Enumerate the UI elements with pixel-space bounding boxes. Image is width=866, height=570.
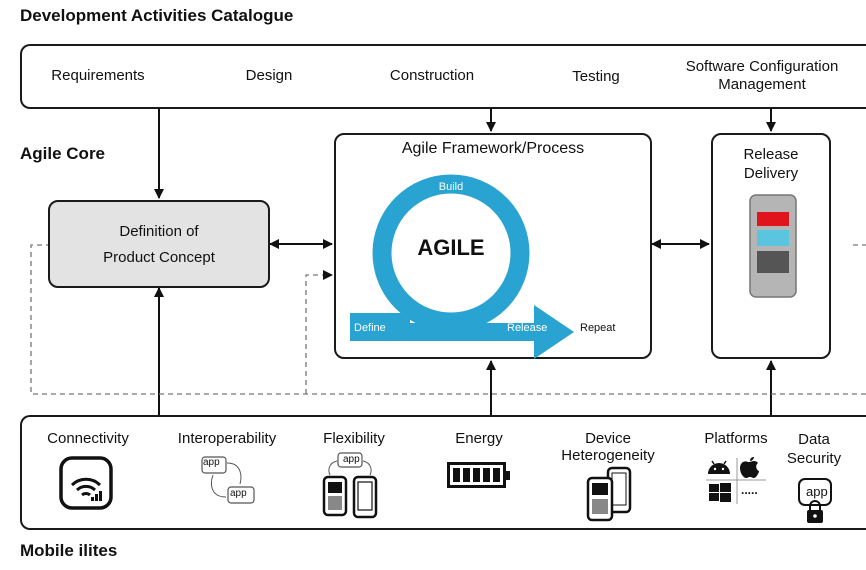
- ilite-security-label: Data Security: [787, 430, 841, 468]
- release-delivery-line2: Delivery: [743, 165, 799, 182]
- mobile-ilites-title: Mobile ilites: [20, 541, 118, 560]
- interop-app-top: app: [203, 457, 220, 468]
- windows-icon: [709, 483, 731, 502]
- flex-app: app: [343, 454, 360, 465]
- interop-app-bottom: app: [230, 488, 247, 499]
- product-concept-box: [48, 200, 270, 288]
- security-app: app: [806, 484, 828, 499]
- platforms-more: .....: [741, 483, 758, 497]
- dashed-loop-left: [30, 244, 866, 395]
- release-delivery-label: Release Delivery: [743, 145, 798, 183]
- ilite-device-label: Device Heterogeneity: [561, 430, 654, 464]
- release-delivery-line1: Release: [743, 146, 799, 163]
- agile-release-arrow: [350, 305, 574, 359]
- dashed-loop-framework: [305, 270, 333, 394]
- ilite-interoperability-label: Interoperability: [177, 430, 277, 447]
- agile-build-label: Build: [438, 181, 464, 193]
- ilite-energy-label: Energy: [455, 430, 503, 447]
- ilite-security-line1: Data: [798, 431, 830, 448]
- activity-scm-line1: Software Configuration: [685, 58, 839, 75]
- wifi-icon: [59, 456, 113, 510]
- activity-scm-line2: Management: [718, 76, 806, 93]
- agile-repeat-label: Repeat: [580, 322, 616, 334]
- agile-release-label: Release: [507, 322, 548, 334]
- activity-testing: Testing: [572, 68, 620, 85]
- ilite-device-line1: Device: [585, 430, 631, 447]
- ilite-platforms-label: Platforms: [704, 430, 768, 447]
- activity-requirements: Requirements: [51, 67, 145, 84]
- product-concept-label: Definition of Product Concept: [103, 219, 215, 271]
- activities-box: [20, 44, 866, 109]
- activity-scm: Software Configuration Management: [686, 58, 839, 94]
- agile-core-title: Agile Core: [20, 144, 106, 163]
- interoperability-icon: [201, 456, 255, 504]
- activity-construction: Construction: [389, 67, 475, 84]
- agile-define-label: Define: [354, 322, 386, 334]
- apple-icon: [740, 457, 759, 478]
- battery-icon: [447, 462, 510, 488]
- agile-cycle-ring: [372, 174, 530, 332]
- agile-cycle-graphic: [350, 174, 574, 359]
- flexibility-icon: [322, 452, 378, 519]
- catalogue-title: Development Activities Catalogue: [20, 6, 294, 25]
- ilite-security-line2: Security: [786, 450, 842, 467]
- product-concept-line1: Definition of: [119, 223, 199, 240]
- activity-design: Design: [245, 67, 293, 84]
- platforms-icon: [706, 457, 766, 504]
- android-icon: [708, 460, 730, 474]
- ilite-connectivity-label: Connectivity: [47, 430, 129, 447]
- agile-framework-title: Agile Framework/Process: [401, 140, 585, 157]
- product-concept-line2: Product Concept: [103, 249, 215, 266]
- agile-center-label: AGILE: [417, 235, 485, 260]
- ilite-device-line2: Heterogeneity: [561, 447, 655, 464]
- security-icon: [798, 478, 832, 523]
- phone-icon: [749, 194, 797, 298]
- devices-icon: [586, 466, 632, 522]
- ilite-flexibility-label: Flexibility: [323, 430, 385, 447]
